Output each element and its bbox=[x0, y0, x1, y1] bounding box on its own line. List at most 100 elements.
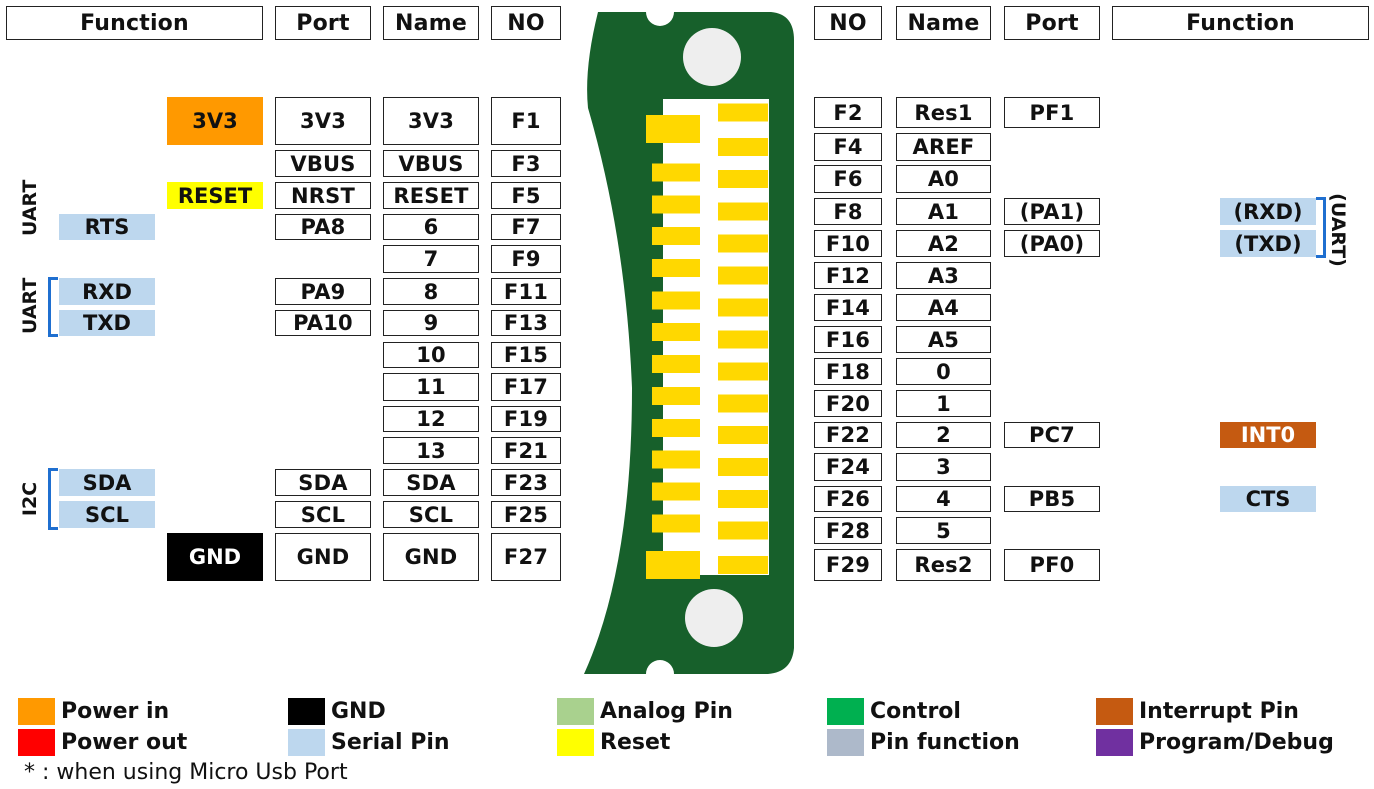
serial-badge: RTS bbox=[59, 214, 155, 240]
pin-number[interactable]: F9 bbox=[491, 245, 561, 273]
pin-name[interactable]: 1 bbox=[896, 390, 991, 417]
pin-name[interactable]: Res2 bbox=[896, 549, 991, 581]
pin-name[interactable]: 4 bbox=[896, 486, 991, 512]
connector-pad-left bbox=[652, 419, 700, 437]
pin-name[interactable]: 13 bbox=[383, 437, 479, 464]
legend-item: GND bbox=[288, 697, 386, 725]
connector-pad-right bbox=[718, 202, 768, 221]
legend-label: Power out bbox=[61, 729, 188, 755]
pin-number[interactable]: F28 bbox=[814, 517, 882, 544]
pin-number[interactable]: F29 bbox=[814, 549, 882, 581]
pin-name[interactable]: GND bbox=[383, 533, 479, 581]
pin-name[interactable]: 10 bbox=[383, 342, 479, 368]
pin-port[interactable]: PA10 bbox=[275, 310, 371, 336]
pin-port[interactable]: PA9 bbox=[275, 278, 371, 305]
legend-item: Reset bbox=[557, 728, 670, 756]
pin-port[interactable]: VBUS bbox=[275, 150, 371, 177]
pin-name[interactable]: A5 bbox=[896, 326, 991, 353]
serial-badge: (RXD) bbox=[1220, 198, 1316, 225]
pin-number[interactable]: F24 bbox=[814, 453, 882, 481]
pin-name[interactable]: 7 bbox=[383, 245, 479, 273]
pin-number[interactable]: F18 bbox=[814, 358, 882, 385]
pin-port[interactable]: PF0 bbox=[1004, 549, 1100, 581]
pin-number[interactable]: F22 bbox=[814, 422, 882, 448]
pin-name[interactable]: A3 bbox=[896, 262, 991, 289]
pin-number[interactable]: F4 bbox=[814, 133, 882, 161]
connector-pad-left bbox=[652, 323, 700, 341]
legend-swatch bbox=[1096, 728, 1133, 756]
pin-name[interactable]: A1 bbox=[896, 198, 991, 225]
legend-item: Program/Debug bbox=[1096, 728, 1334, 756]
pin-number[interactable]: F11 bbox=[491, 278, 561, 305]
legend-label: Power in bbox=[61, 698, 170, 724]
pin-name[interactable]: 6 bbox=[383, 214, 479, 240]
pin-name[interactable]: 2 bbox=[896, 422, 991, 448]
legend-swatch bbox=[827, 728, 864, 756]
pin-number[interactable]: F2 bbox=[814, 97, 882, 128]
connector-pad-right bbox=[718, 394, 768, 413]
pin-number[interactable]: F15 bbox=[491, 342, 561, 368]
pin-port[interactable]: PC7 bbox=[1004, 422, 1100, 448]
connector-pad-right bbox=[718, 426, 768, 444]
pin-port[interactable]: SDA bbox=[275, 469, 371, 496]
pin-number[interactable]: F25 bbox=[491, 501, 561, 528]
pin-number[interactable]: F13 bbox=[491, 310, 561, 336]
pin-name[interactable]: A4 bbox=[896, 294, 991, 321]
pin-name[interactable]: SCL bbox=[383, 501, 479, 528]
pin-name[interactable]: AREF bbox=[896, 133, 991, 161]
legend-item: Control bbox=[827, 697, 961, 725]
connector-pad-left bbox=[652, 355, 700, 373]
pin-name[interactable]: Res1 bbox=[896, 97, 991, 128]
pin-name[interactable]: RESET bbox=[383, 182, 479, 209]
pin-number[interactable]: F5 bbox=[491, 182, 561, 209]
pin-port[interactable]: SCL bbox=[275, 501, 371, 528]
connector-pad-left bbox=[652, 163, 700, 182]
pin-port[interactable]: GND bbox=[275, 533, 371, 581]
legend-label: Control bbox=[870, 698, 961, 724]
pin-name[interactable]: VBUS bbox=[383, 150, 479, 177]
connector-pad-right bbox=[718, 266, 768, 285]
pin-number[interactable]: F23 bbox=[491, 469, 561, 496]
pin-number[interactable]: F7 bbox=[491, 214, 561, 240]
pin-number[interactable]: F14 bbox=[814, 294, 882, 321]
pin-port[interactable]: (PA1) bbox=[1004, 198, 1100, 225]
pin-name[interactable]: 9 bbox=[383, 310, 479, 336]
pin-number[interactable]: F3 bbox=[491, 150, 561, 177]
pin-name[interactable]: 3V3 bbox=[383, 97, 479, 145]
pin-name[interactable]: 3 bbox=[896, 453, 991, 481]
pin-number[interactable]: F10 bbox=[814, 230, 882, 257]
pin-port[interactable]: NRST bbox=[275, 182, 371, 209]
pin-name[interactable]: 0 bbox=[896, 358, 991, 385]
pin-number[interactable]: F1 bbox=[491, 97, 561, 145]
pin-number[interactable]: F21 bbox=[491, 437, 561, 464]
pin-name[interactable]: A2 bbox=[896, 230, 991, 257]
pin-port[interactable]: PA8 bbox=[275, 214, 371, 240]
connector-pad-right bbox=[718, 362, 768, 381]
pin-number[interactable]: F19 bbox=[491, 406, 561, 432]
pin-number[interactable]: F6 bbox=[814, 165, 882, 193]
pin-number[interactable]: F20 bbox=[814, 390, 882, 417]
connector-pad-left bbox=[652, 387, 700, 405]
pin-number[interactable]: F12 bbox=[814, 262, 882, 289]
connector-pad-right bbox=[718, 298, 768, 317]
legend-swatch bbox=[18, 697, 55, 725]
pin-number[interactable]: F17 bbox=[491, 373, 561, 401]
pin-port[interactable]: PB5 bbox=[1004, 486, 1100, 512]
legend-label: Serial Pin bbox=[331, 729, 450, 755]
pin-name[interactable]: SDA bbox=[383, 469, 479, 496]
legend-swatch bbox=[557, 728, 594, 756]
serial-badge: SCL bbox=[59, 501, 155, 528]
pin-name[interactable]: 5 bbox=[896, 517, 991, 544]
pin-number[interactable]: F8 bbox=[814, 198, 882, 225]
pin-port[interactable]: (PA0) bbox=[1004, 230, 1100, 257]
pin-number[interactable]: F16 bbox=[814, 326, 882, 353]
pin-name[interactable]: 12 bbox=[383, 406, 479, 432]
pin-name[interactable]: 8 bbox=[383, 278, 479, 305]
pin-port[interactable]: PF1 bbox=[1004, 97, 1100, 128]
header-left-function: Function bbox=[6, 6, 263, 40]
pin-number[interactable]: F27 bbox=[491, 533, 561, 581]
pin-number[interactable]: F26 bbox=[814, 486, 882, 512]
pin-port[interactable]: 3V3 bbox=[275, 97, 371, 145]
pin-name[interactable]: A0 bbox=[896, 165, 991, 193]
pin-name[interactable]: 11 bbox=[383, 373, 479, 401]
